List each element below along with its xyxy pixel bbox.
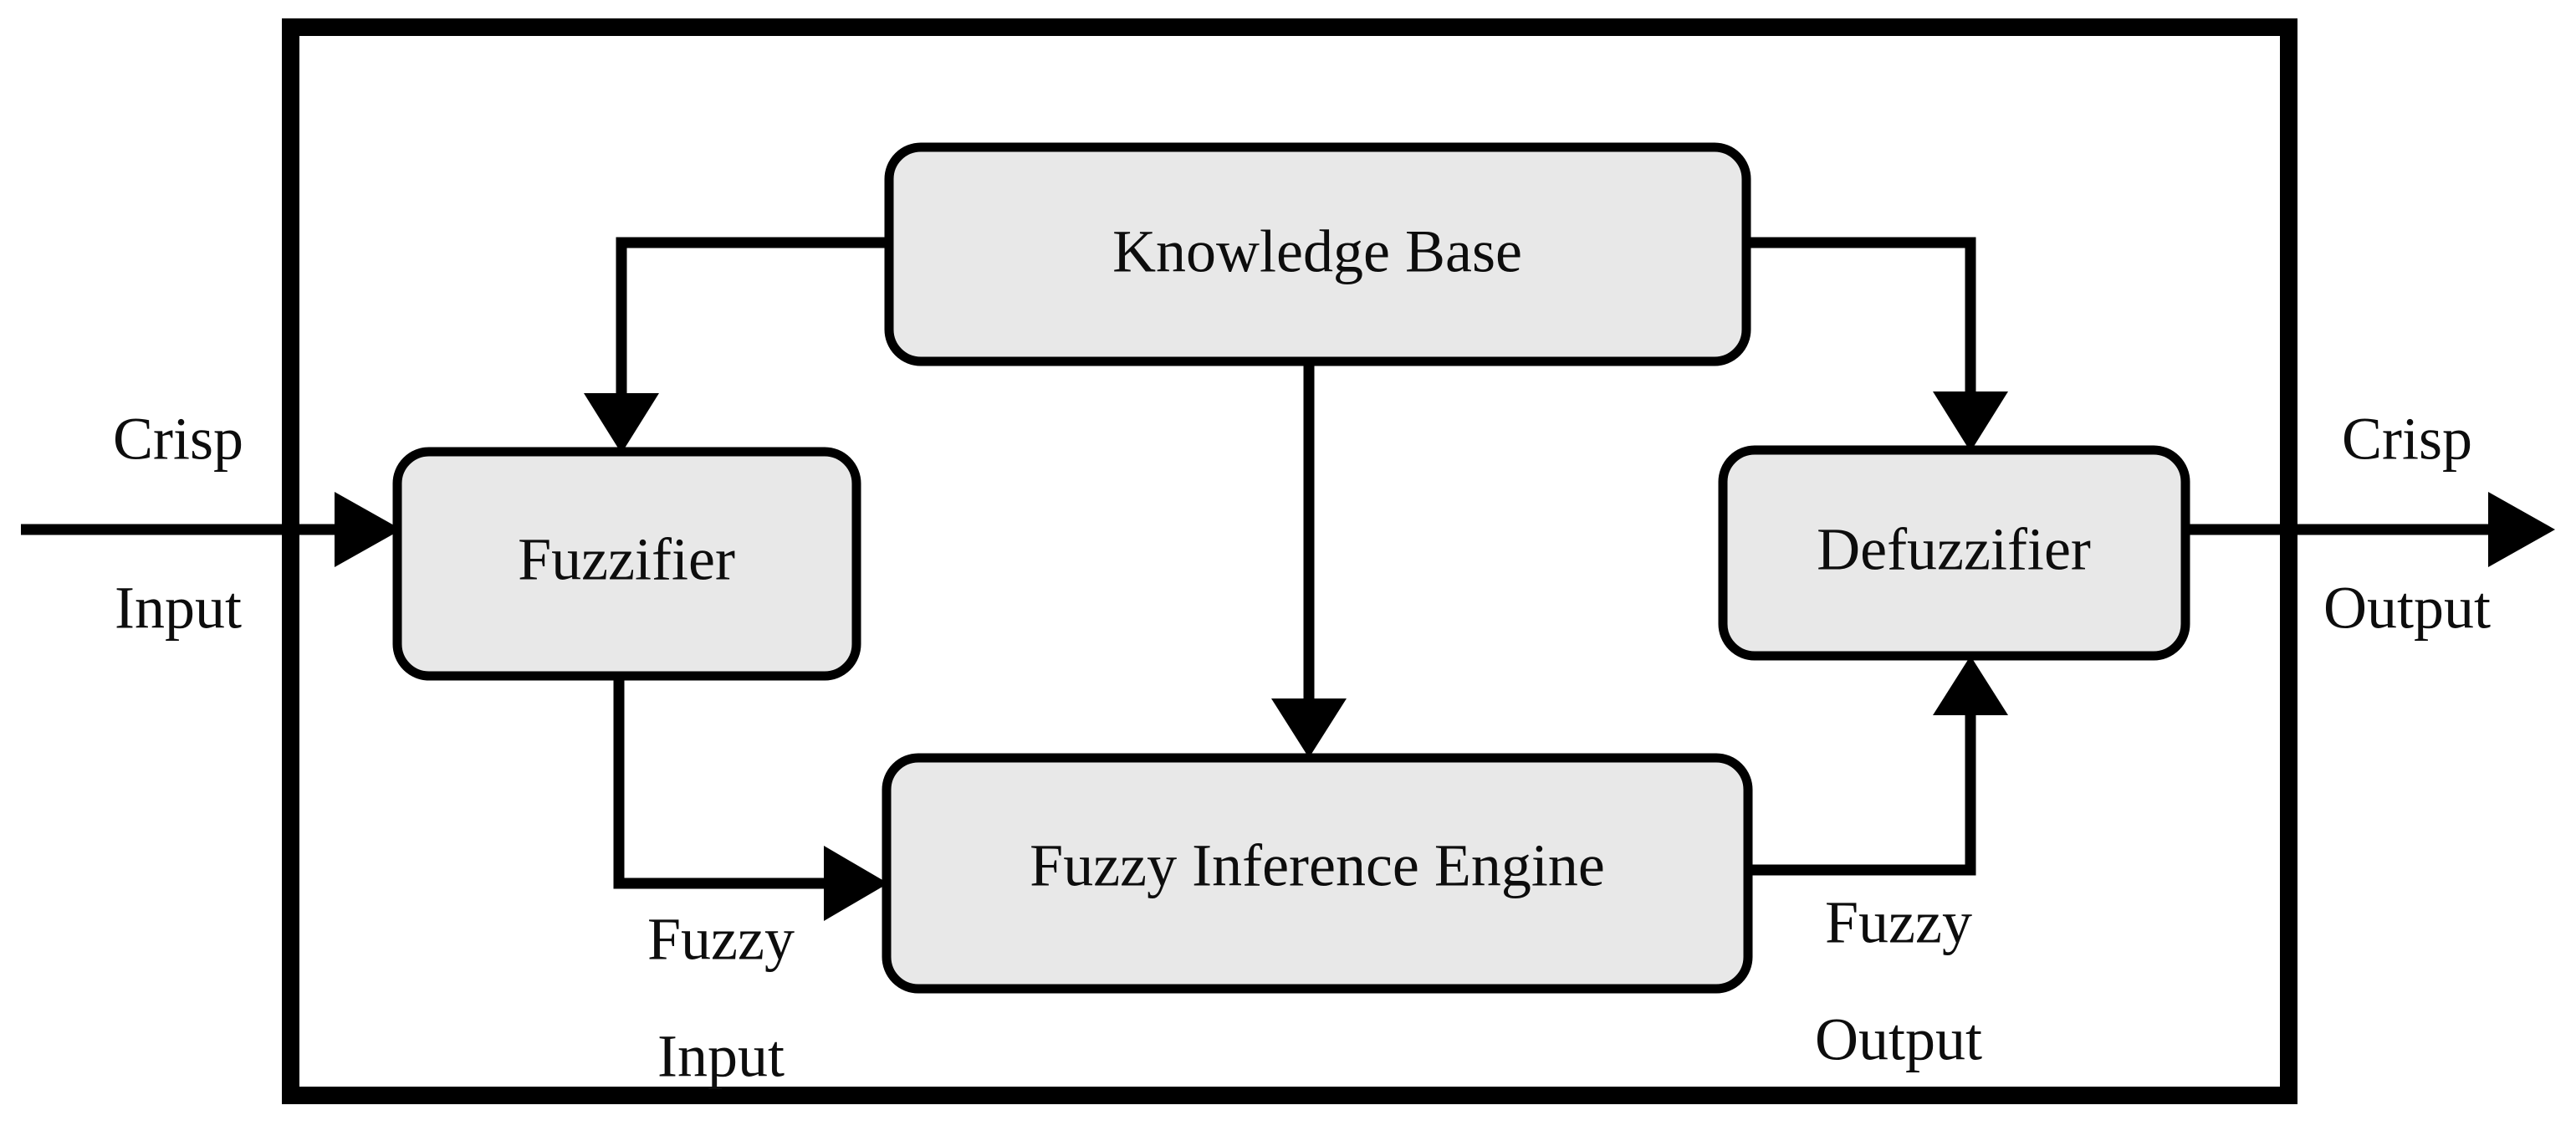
fuzzy-output-line2: Output xyxy=(1815,1006,1982,1073)
knowledge-base-label: Knowledge Base xyxy=(1112,218,1522,285)
node-fuzzifier[interactable]: Fuzzifier xyxy=(392,447,861,681)
edge-fuzzifier-to-inference xyxy=(613,676,888,921)
fuzzy-inference-engine-box[interactable] xyxy=(882,753,1753,994)
arrowhead-down-icon xyxy=(584,393,659,453)
arrowhead-right-icon xyxy=(335,492,401,567)
edge-defuzzifier-to-crisp-output xyxy=(2185,492,2555,567)
node-knowledge-base[interactable]: Knowledge Base xyxy=(884,142,1751,366)
node-defuzzifier[interactable]: Defuzzifier xyxy=(1718,445,2190,661)
label-crisp-input: Crisp Input xyxy=(113,406,243,642)
arrowhead-right-icon xyxy=(824,846,888,921)
defuzzifier-box[interactable] xyxy=(1718,445,2190,661)
crisp-input-line2: Input xyxy=(115,575,242,642)
fuzzy-input-line2: Input xyxy=(657,1023,785,1090)
edge-knowledge-base-to-inference xyxy=(1271,361,1347,758)
fuzzy-inference-engine-label: Fuzzy Inference Engine xyxy=(1030,832,1605,899)
crisp-output-line1: Crisp xyxy=(2342,406,2472,473)
crisp-output-line2: Output xyxy=(2323,575,2491,642)
label-fuzzy-input: Fuzzy Input xyxy=(647,906,795,1090)
arrowhead-right-icon xyxy=(2488,492,2555,567)
label-crisp-output: Crisp Output xyxy=(2323,406,2491,642)
node-fuzzy-inference-engine[interactable]: Fuzzy Inference Engine xyxy=(882,753,1753,994)
edge-inference-to-defuzzifier xyxy=(1748,656,2008,876)
arrowhead-down-icon xyxy=(1271,698,1347,758)
arrowhead-up-icon xyxy=(1933,656,2008,715)
arrowhead-down-icon xyxy=(1933,391,2008,452)
edge-knowledge-base-to-defuzzifier xyxy=(1746,237,2008,452)
fuzzifier-box[interactable] xyxy=(392,447,861,681)
edge-knowledge-base-to-fuzzifier xyxy=(584,237,889,453)
fuzzy-output-line1: Fuzzy xyxy=(1825,889,1972,956)
fuzzifier-label: Fuzzifier xyxy=(518,526,735,593)
fuzzy-logic-controller-boundary xyxy=(282,18,2297,1104)
edge-crisp-input-to-fuzzifier xyxy=(21,492,401,567)
knowledge-base-box[interactable] xyxy=(884,142,1751,366)
defuzzifier-label: Defuzzifier xyxy=(1817,516,2091,583)
crisp-input-line1: Crisp xyxy=(113,406,243,473)
fuzzy-input-line1: Fuzzy xyxy=(647,906,795,973)
label-fuzzy-output: Fuzzy Output xyxy=(1815,889,1982,1073)
